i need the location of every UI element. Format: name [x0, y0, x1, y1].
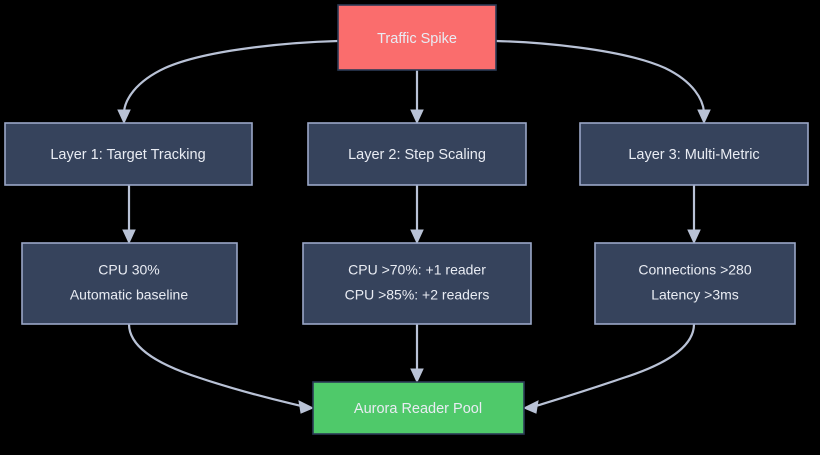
edge-detail1-pool-path: [127, 323, 302, 408]
node-layer-1-detail-line-1: CPU 30%: [98, 262, 159, 278]
edge-spike-layer1-arrowhead: [117, 109, 131, 125]
node-layer-1-detail-box[interactable]: [21, 242, 238, 325]
node-layer-3-detail-box[interactable]: [594, 242, 796, 325]
node-layer-2[interactable]: Layer 2: Step Scaling: [307, 122, 527, 186]
edge-layer1-detail-arrowhead: [122, 229, 136, 245]
node-layer-2-detail-box[interactable]: [302, 242, 532, 325]
edge-spike-layer3-arrowhead: [697, 109, 711, 125]
node-layer-2-detail[interactable]: CPU >70%: +1 reader CPU >85%: +2 readers: [302, 242, 532, 325]
node-layer-3-detail[interactable]: Connections >280 Latency >3ms: [594, 242, 796, 325]
node-traffic-spike-box[interactable]: [337, 4, 497, 71]
node-traffic-spike-label: Traffic Spike: [377, 31, 457, 47]
node-layer-2-detail-line-1: CPU >70%: +1 reader: [348, 262, 486, 278]
node-layer-2-box[interactable]: [307, 122, 527, 186]
node-aurora-reader-pool-label: Aurora Reader Pool: [354, 401, 482, 417]
node-aurora-reader-pool[interactable]: Aurora Reader Pool: [312, 381, 525, 435]
node-layer-3-detail-line-1: Connections >280: [638, 262, 751, 278]
node-layer-3-detail-line-2: Latency >3ms: [651, 287, 739, 303]
edge-layer: [117, 39, 711, 414]
edge-detail2-pool: [410, 324, 424, 384]
node-layer-1-box[interactable]: [4, 122, 253, 186]
edge-detail1-pool: [127, 323, 315, 414]
edge-spike-layer1: [117, 39, 339, 125]
edge-spike-layer3: [495, 39, 711, 125]
edge-detail3-pool-path: [535, 323, 696, 408]
edge-spike-layer2: [410, 70, 424, 125]
edge-spike-layer1-path: [122, 39, 339, 113]
node-layer-1-label: Layer 1: Target Tracking: [50, 147, 205, 163]
edge-layer2-detail-arrowhead: [410, 229, 424, 245]
edge-detail1-pool-arrowhead: [298, 400, 315, 414]
node-layer-2-label: Layer 2: Step Scaling: [348, 147, 486, 163]
node-traffic-spike[interactable]: Traffic Spike: [337, 4, 497, 71]
node-layer-1-detail[interactable]: CPU 30% Automatic baseline: [21, 242, 238, 325]
edge-spike-layer3-path: [495, 39, 706, 113]
edge-detail3-pool-arrowhead: [522, 400, 539, 414]
edge-layer2-detail: [410, 185, 424, 245]
edge-layer3-detail-arrowhead: [687, 229, 701, 245]
node-layer-3[interactable]: Layer 3: Multi-Metric: [579, 122, 809, 186]
edge-detail3-pool: [522, 323, 696, 414]
node-aurora-reader-pool-box[interactable]: [312, 381, 525, 435]
node-layer: Traffic Spike Layer 1: Target Tracking L…: [4, 4, 809, 435]
edge-detail2-pool-arrowhead: [410, 368, 424, 384]
edge-spike-layer2-arrowhead: [410, 109, 424, 125]
edge-layer1-detail: [122, 185, 136, 245]
node-layer-1-detail-line-2: Automatic baseline: [70, 287, 189, 303]
node-layer-2-detail-line-2: CPU >85%: +2 readers: [345, 287, 490, 303]
node-layer-1[interactable]: Layer 1: Target Tracking: [4, 122, 253, 186]
node-layer-3-label: Layer 3: Multi-Metric: [628, 147, 759, 163]
edge-layer3-detail: [687, 185, 701, 245]
node-layer-3-box[interactable]: [579, 122, 809, 186]
